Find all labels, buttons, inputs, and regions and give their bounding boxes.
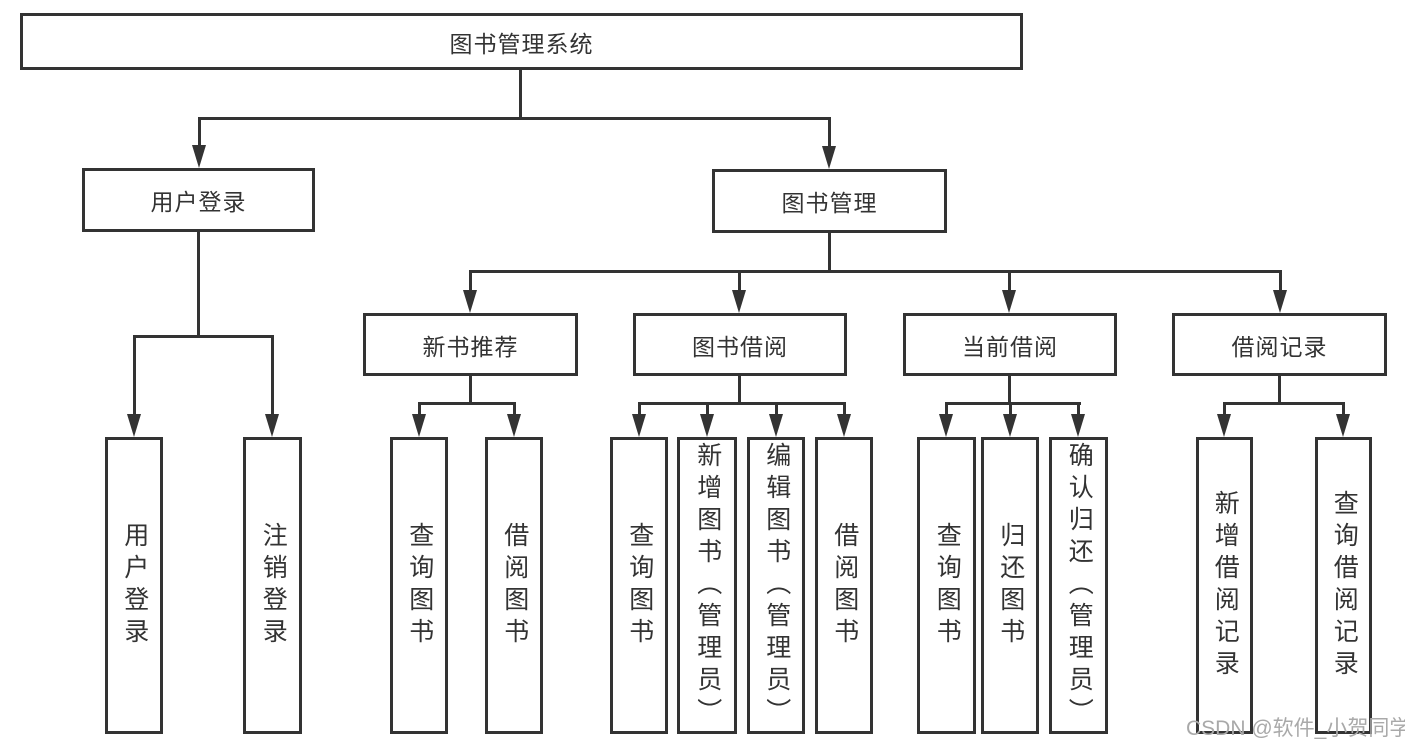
- arrowhead-down-icon: [192, 145, 206, 168]
- node-new-book-recommendation: 新书推荐: [363, 313, 578, 376]
- edge-recommend-rail: [418, 402, 516, 405]
- node-label: 新书推荐: [422, 333, 519, 360]
- arrowhead-down-icon: [412, 414, 426, 437]
- edge-drop: [133, 335, 136, 415]
- node-label: 借阅记录: [1231, 333, 1328, 360]
- leaf-label: 借阅图书: [830, 521, 859, 650]
- edge-drop: [843, 402, 846, 417]
- arrowhead-down-icon: [1217, 414, 1231, 437]
- edge-drop: [1009, 402, 1012, 417]
- leaf-label: 确认归还（管理员）: [1065, 441, 1094, 730]
- edge-recommend-stem: [469, 376, 472, 405]
- edge-drop: [1279, 270, 1282, 293]
- leaf-label: 查询图书: [933, 521, 962, 650]
- arrowhead-down-icon: [700, 414, 714, 437]
- node-library-management-system: 图书管理系统: [20, 13, 1023, 70]
- leaf-user-login: 用户登录: [105, 437, 163, 734]
- leaf-label: 查询图书: [405, 521, 434, 650]
- leaf-query-books-borrowing: 查询图书: [610, 437, 668, 734]
- leaf-query-books-recommend: 查询图书: [390, 437, 448, 734]
- edge-drop: [945, 402, 948, 417]
- node-label: 图书借阅: [692, 333, 788, 360]
- node-label: 用户登录: [150, 189, 247, 215]
- edge-drop: [469, 270, 472, 293]
- node-label: 当前借阅: [962, 333, 1058, 360]
- leaf-label: 借阅图书: [500, 521, 529, 650]
- arrowhead-down-icon: [939, 414, 953, 437]
- csdn-watermark: CSDN @软件_小贺同学: [1186, 717, 1405, 740]
- leaf-label: 编辑图书（管理员）: [762, 441, 791, 730]
- arrowhead-down-icon: [1002, 290, 1016, 313]
- edge-drop: [738, 270, 741, 293]
- edge-borrowing-rail: [638, 402, 846, 405]
- edge-records-rail: [1223, 402, 1345, 405]
- node-borrowing-records: 借阅记录: [1172, 313, 1387, 376]
- arrowhead-down-icon: [507, 414, 521, 437]
- leaf-edit-book-admin: 编辑图书（管理员）: [747, 437, 805, 734]
- edge-drop: [775, 402, 778, 417]
- arrowhead-down-icon: [463, 290, 477, 313]
- leaf-label: 归还图书: [996, 521, 1025, 650]
- arrowhead-down-icon: [127, 414, 141, 437]
- leaf-label: 用户登录: [120, 521, 149, 650]
- arrowhead-down-icon: [769, 414, 783, 437]
- arrowhead-down-icon: [732, 290, 746, 313]
- arrowhead-down-icon: [837, 414, 851, 437]
- edge-current-stem: [1008, 376, 1011, 405]
- arrowhead-down-icon: [1273, 290, 1287, 313]
- node-book-borrowing: 图书借阅: [633, 313, 847, 376]
- edge-drop: [638, 402, 641, 417]
- node-label: 图书管理: [781, 190, 878, 216]
- node-label: 图书管理系统: [449, 30, 594, 57]
- edge-current-rail: [945, 402, 1081, 405]
- edge-drop: [706, 402, 709, 417]
- edge-drop: [198, 117, 201, 150]
- edge-root-stem: [519, 70, 522, 120]
- edge-drop: [1008, 270, 1011, 293]
- leaf-return-books: 归还图书: [981, 437, 1039, 734]
- edge-drop: [513, 402, 516, 417]
- edge-drop: [828, 117, 831, 150]
- edge-borrowing-stem: [738, 376, 741, 405]
- leaf-label: 新增图书（管理员）: [693, 441, 722, 730]
- edge-userlogin-stem: [197, 232, 200, 338]
- leaf-borrow-books-borrowing: 借阅图书: [815, 437, 873, 734]
- leaf-label: 注销登录: [259, 521, 288, 650]
- arrowhead-down-icon: [1071, 414, 1085, 437]
- arrowhead-down-icon: [1003, 414, 1017, 437]
- edge-drop: [418, 402, 421, 417]
- leaf-query-books-current: 查询图书: [917, 437, 976, 734]
- arrowhead-down-icon: [822, 146, 836, 169]
- leaf-label: 查询图书: [625, 521, 654, 650]
- node-current-borrowing: 当前借阅: [903, 313, 1117, 376]
- node-book-management: 图书管理: [712, 169, 947, 233]
- leaf-confirm-return-admin: 确认归还（管理员）: [1049, 437, 1108, 734]
- edge-userlogin-rail: [133, 335, 274, 338]
- edge-records-stem: [1278, 376, 1281, 405]
- arrowhead-down-icon: [632, 414, 646, 437]
- edge-drop: [1342, 402, 1345, 417]
- edge-root-rail: [198, 117, 831, 120]
- leaf-add-book-admin: 新增图书（管理员）: [677, 437, 737, 734]
- leaf-add-borrow-record: 新增借阅记录: [1196, 437, 1253, 734]
- arrowhead-down-icon: [265, 414, 279, 437]
- leaf-borrow-books-recommend: 借阅图书: [485, 437, 543, 734]
- leaf-query-borrow-record: 查询借阅记录: [1315, 437, 1372, 734]
- edge-drop: [271, 335, 274, 415]
- leaf-label: 新增借阅记录: [1211, 489, 1240, 682]
- node-user-login: 用户登录: [82, 168, 315, 232]
- edge-drop: [1077, 402, 1080, 417]
- edge-bookmgmt-rail: [469, 270, 1282, 273]
- leaf-logout: 注销登录: [243, 437, 302, 734]
- arrowhead-down-icon: [1336, 414, 1350, 437]
- edge-drop: [1223, 402, 1226, 417]
- edge-bookmgmt-stem: [828, 233, 831, 273]
- leaf-label: 查询借阅记录: [1330, 489, 1359, 682]
